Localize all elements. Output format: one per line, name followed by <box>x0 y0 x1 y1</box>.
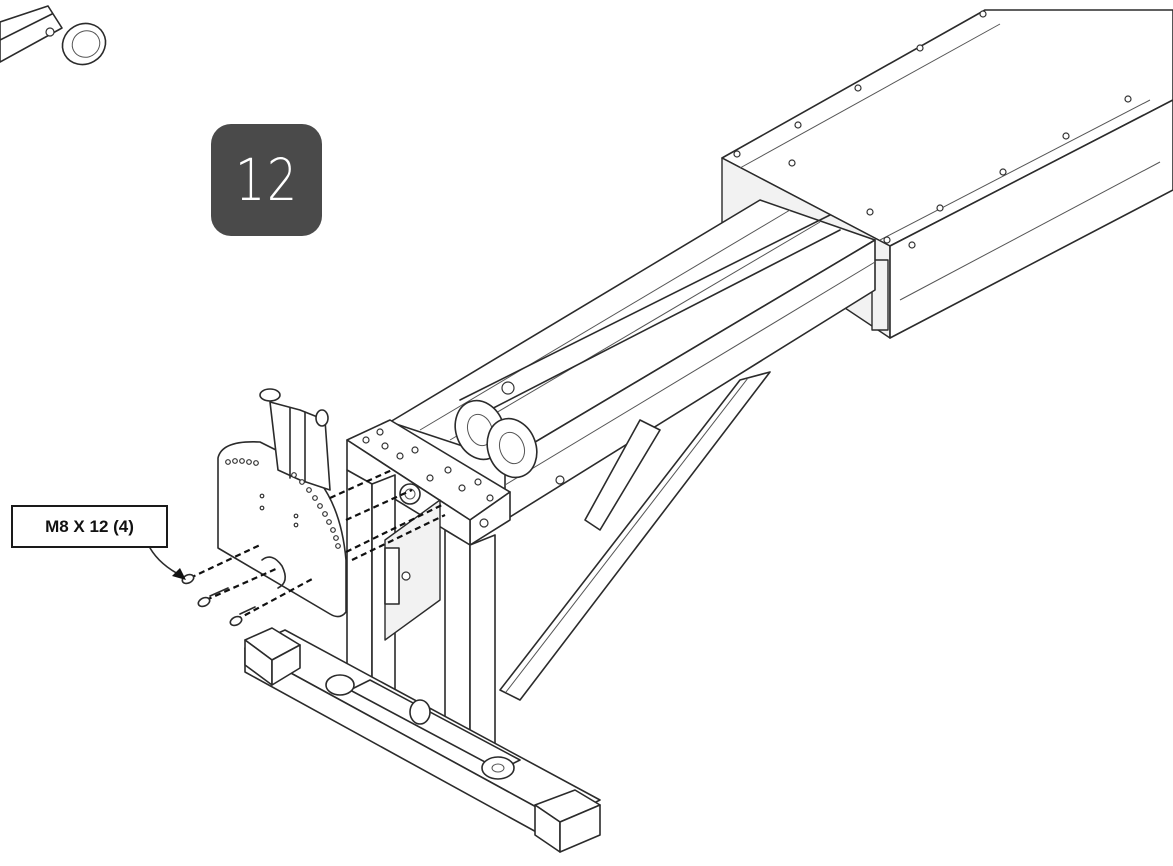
floor-base <box>244 627 601 853</box>
callout-leader-arrow <box>149 547 186 580</box>
inner-rails <box>389 199 876 521</box>
previous-part-fragment <box>0 5 107 66</box>
bolt-callout-box: M8 X 12 (4) <box>11 505 168 548</box>
side-plate <box>217 388 347 618</box>
vertical-posts <box>346 469 496 761</box>
m8-bolts <box>181 573 256 627</box>
bolt-insertion-paths <box>189 468 446 621</box>
step-number: 12 <box>234 146 299 214</box>
bolt-spec-label: M8 X 12 (4) <box>45 516 134 536</box>
pulley-wheels <box>454 381 538 479</box>
diagonal-brace <box>499 371 771 701</box>
step-number-badge: 12 <box>211 124 322 236</box>
